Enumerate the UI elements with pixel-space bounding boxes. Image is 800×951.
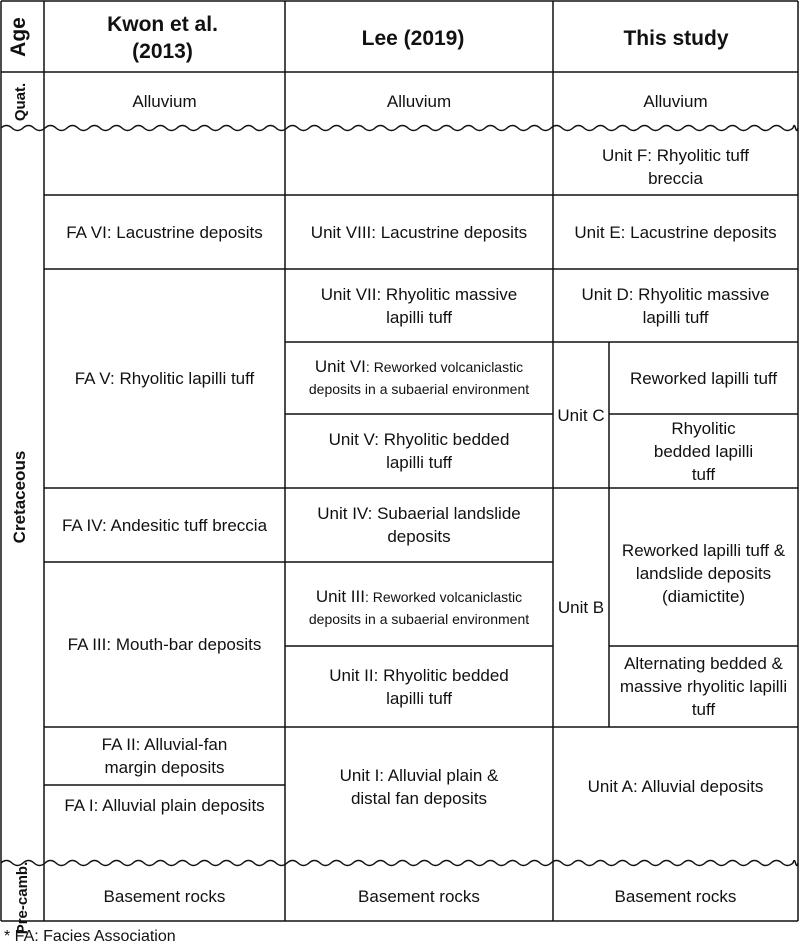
unconformity-bottom <box>0 859 799 867</box>
footnote: * FA: Facies Association <box>4 928 176 945</box>
header-kwon: Kwon et al. (2013) <box>107 13 218 63</box>
study-unit-c-bedded: Rhyolitic bedded lapilli tuff <box>653 418 754 484</box>
age-precambrian-label: Pre-camb. <box>13 861 31 935</box>
study-unit-b-reworked: Reworked lapilli tuff & landslide deposi… <box>621 540 786 606</box>
study-unit-c-reworked: Reworked lapilli tuff <box>629 368 778 388</box>
lee-unit-5: Unit V: Rhyolitic bedded lapilli tuff <box>328 430 510 472</box>
study-unit-a: Unit A: Alluvial deposits <box>587 776 764 796</box>
study-unit-f: Unit F: Rhyolitic tuff breccia <box>601 146 750 188</box>
kwon-basement: Basement rocks <box>103 886 226 906</box>
age-header: Age <box>7 17 30 57</box>
lee-unit-8: Unit VIII: Lacustrine deposits <box>310 222 528 242</box>
header-this-study: This study <box>623 26 729 50</box>
kwon-fa5: FA V: Rhyolitic lapilli tuff <box>74 369 255 388</box>
kwon-alluvium: Alluvium <box>132 91 197 111</box>
age-quaternary: Quat. <box>11 82 29 122</box>
lee-alluvium: Alluvium <box>386 91 452 111</box>
header-lee: Lee (2019) <box>361 26 465 50</box>
lee-unit-6-head: Unit VI <box>314 357 366 376</box>
unconformity-top <box>0 124 799 132</box>
lee-unit-6-desc: : Reworked volcaniclastic deposits in a … <box>308 359 530 397</box>
study-unit-e: Unit E: Lacustrine deposits <box>574 222 777 242</box>
lee-unit-3-head: Unit III <box>315 587 365 606</box>
study-unit-c: Unit C <box>557 405 605 425</box>
lee-unit-4: Unit IV: Subaerial landslide deposits <box>317 504 521 546</box>
study-unit-b: Unit B <box>557 598 605 617</box>
study-unit-b-alternating: Alternating bedded & massive rhyolitic l… <box>619 654 788 719</box>
kwon-fa4: FA IV: Andesitic tuff breccia <box>61 515 268 535</box>
lee-unit-7: Unit VII: Rhyolitic massive lapilli tuff <box>320 284 518 327</box>
lee-unit-6: Unit VI: Reworked volcaniclastic deposit… <box>285 342 553 414</box>
lee-unit-2: Unit II: Rhyolitic bedded lapilli tuff <box>329 665 509 708</box>
kwon-fa3: FA III: Mouth-bar deposits <box>67 635 262 654</box>
kwon-fa6: FA VI: Lacustrine deposits <box>66 222 263 242</box>
kwon-fa2: FA II: Alluvial-fan margin deposits <box>101 735 228 777</box>
lee-unit-1: Unit I: Alluvial plain & distal fan depo… <box>339 766 499 808</box>
lee-unit-3: Unit III: Reworked volcaniclastic deposi… <box>285 562 553 646</box>
study-unit-d: Unit D: Rhyolitic massive lapilli tuff <box>581 284 770 327</box>
lee-basement: Basement rocks <box>358 886 480 906</box>
lee-unit-3-desc: : Reworked volcaniclastic deposits in a … <box>308 589 530 627</box>
age-cretaceous: Cretaceous <box>10 450 29 544</box>
study-alluvium: Alluvium <box>643 91 708 111</box>
kwon-fa1: FA I: Alluvial plain deposits <box>64 795 265 815</box>
study-basement: Basement rocks <box>614 886 737 906</box>
